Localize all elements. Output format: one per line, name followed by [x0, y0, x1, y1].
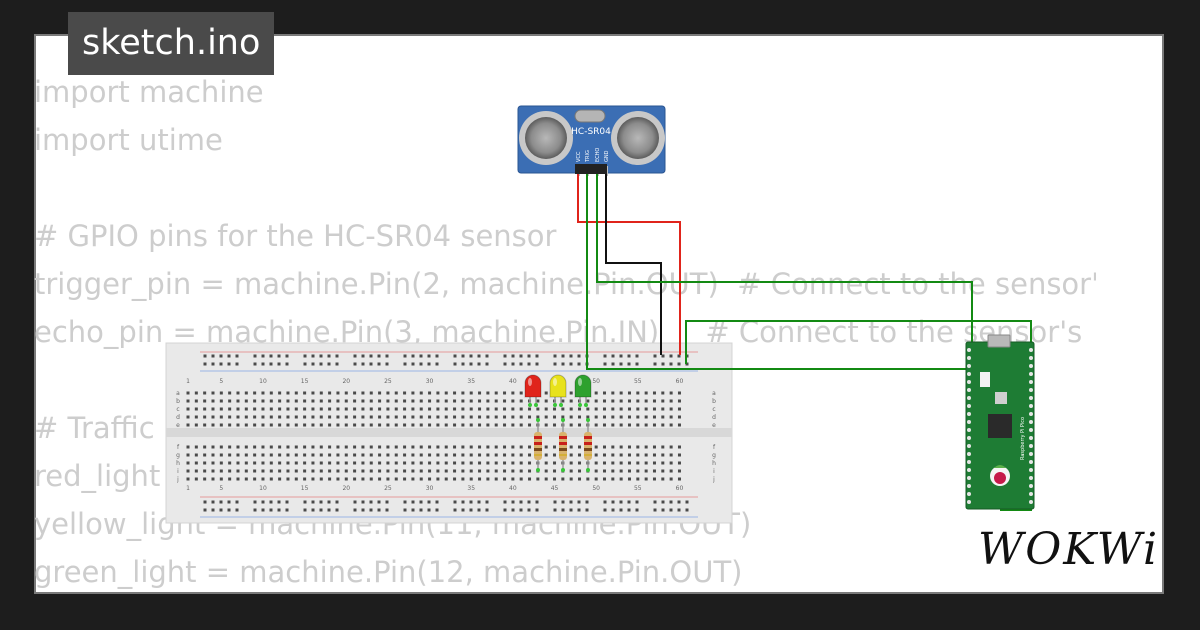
- column-number: 5: [219, 378, 223, 385]
- flash-chip: [995, 392, 1007, 404]
- traffic-light-leds: [524, 374, 592, 407]
- column-number: 40: [509, 378, 517, 385]
- resistor[interactable]: [559, 418, 567, 472]
- resistor[interactable]: [534, 418, 542, 472]
- crystal-oscillator: [574, 109, 606, 123]
- column-number: 10: [259, 485, 267, 492]
- sensor-pin-label: VCC: [576, 151, 582, 162]
- row-letter: h: [712, 460, 716, 467]
- raspberry-pi-pico[interactable]: Raspberry Pi Pico: [965, 334, 1035, 510]
- resistors: [534, 418, 592, 472]
- column-number: 10: [259, 378, 267, 385]
- row-letter: h: [176, 460, 180, 467]
- column-number: 20: [342, 378, 350, 385]
- row-letter: e: [712, 422, 716, 429]
- column-number: 60: [676, 378, 684, 385]
- row-letter: f: [177, 444, 180, 451]
- row-letter: g: [176, 452, 180, 459]
- code-line: green_light = machine.Pin(12, machine.Pi…: [34, 555, 743, 589]
- column-number: 5: [219, 485, 223, 492]
- code-line: # GPIO pins for the HC-SR04 sensor: [34, 219, 557, 253]
- wokwi-logo: WOKWi: [978, 524, 1160, 575]
- row-letter: c: [176, 406, 179, 413]
- code-line: trigger_pin = machine.Pin(2, machine.Pin…: [34, 267, 1096, 301]
- column-number: 1: [186, 485, 190, 492]
- wire-vcc[interactable]: [577, 174, 681, 355]
- bootsel-button[interactable]: [980, 372, 990, 387]
- sensor-label: HC-SR04: [571, 127, 611, 137]
- column-number: 50: [592, 485, 600, 492]
- column-number: 60: [676, 485, 684, 492]
- wire-led-signal[interactable]: [685, 320, 1032, 511]
- column-number: 40: [509, 485, 517, 492]
- row-letter: d: [712, 414, 716, 421]
- code-line: import utime: [34, 123, 223, 157]
- column-number: 55: [634, 485, 642, 492]
- column-number: 20: [342, 485, 350, 492]
- breadboard-column-numbers: 1155101015152020252530303535404045455050…: [186, 378, 683, 492]
- column-number: 35: [467, 485, 475, 492]
- led-green[interactable]: [574, 374, 592, 407]
- wire-trig[interactable]: [586, 174, 968, 372]
- row-letter: a: [712, 390, 716, 397]
- column-number: 30: [426, 485, 434, 492]
- sensor-pin-label: ECHO: [595, 148, 601, 162]
- column-number: 45: [551, 485, 559, 492]
- wire-gnd[interactable]: [605, 174, 662, 355]
- column-number: 15: [301, 485, 309, 492]
- row-letter: i: [177, 468, 179, 475]
- row-letter: b: [712, 398, 716, 405]
- column-number: 25: [384, 378, 392, 385]
- breadboard[interactable]: 1155101015152020252530303535404045455050…: [165, 342, 733, 524]
- row-letter: j: [712, 476, 715, 483]
- resistor[interactable]: [584, 418, 592, 472]
- column-number: 15: [301, 378, 309, 385]
- column-number: 30: [426, 378, 434, 385]
- column-number: 35: [467, 378, 475, 385]
- wire-echo[interactable]: [596, 174, 973, 348]
- column-number: 1: [186, 378, 190, 385]
- row-letter: a: [176, 390, 180, 397]
- file-tab[interactable]: sketch.ino: [68, 12, 275, 75]
- board-label: Raspberry Pi Pico: [1020, 417, 1026, 460]
- column-number: 50: [592, 378, 600, 385]
- led-red[interactable]: [524, 374, 542, 407]
- column-number: 55: [634, 378, 642, 385]
- row-letter: i: [713, 468, 715, 475]
- pico-pins: [967, 348, 1033, 504]
- row-letter: e: [176, 422, 180, 429]
- row-letter: j: [176, 476, 179, 483]
- column-number: 25: [384, 485, 392, 492]
- code-background: import machine import utime # GPIO pins fo…: [34, 68, 1096, 596]
- breadboard-holes: [186, 354, 689, 512]
- row-letter: d: [176, 414, 180, 421]
- row-letter: b: [176, 398, 180, 405]
- usb-port: [987, 334, 1011, 348]
- sensor-pin-label: TRIG: [585, 150, 591, 163]
- row-letter: f: [713, 444, 716, 451]
- led-yellow[interactable]: [549, 374, 567, 407]
- sensor-pin-label: GND: [604, 150, 610, 162]
- row-letter: c: [712, 406, 715, 413]
- wires: [577, 174, 1032, 511]
- rp2040-chip: [988, 414, 1012, 438]
- code-line: import machine: [34, 75, 264, 109]
- row-letter: g: [712, 452, 716, 459]
